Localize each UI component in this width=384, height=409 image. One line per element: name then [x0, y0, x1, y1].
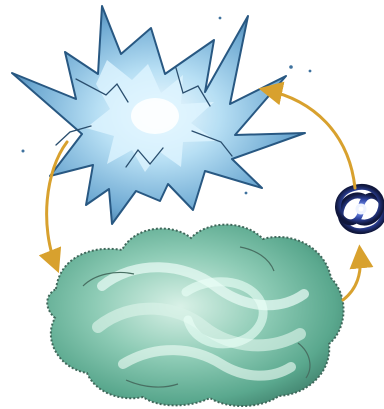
nebula-gas-cloud-icon — [47, 225, 343, 406]
spiral-galaxy-icon — [338, 187, 384, 231]
cloud-to-galaxy-arrow — [343, 252, 360, 300]
supernova-explosion-icon — [12, 6, 311, 224]
